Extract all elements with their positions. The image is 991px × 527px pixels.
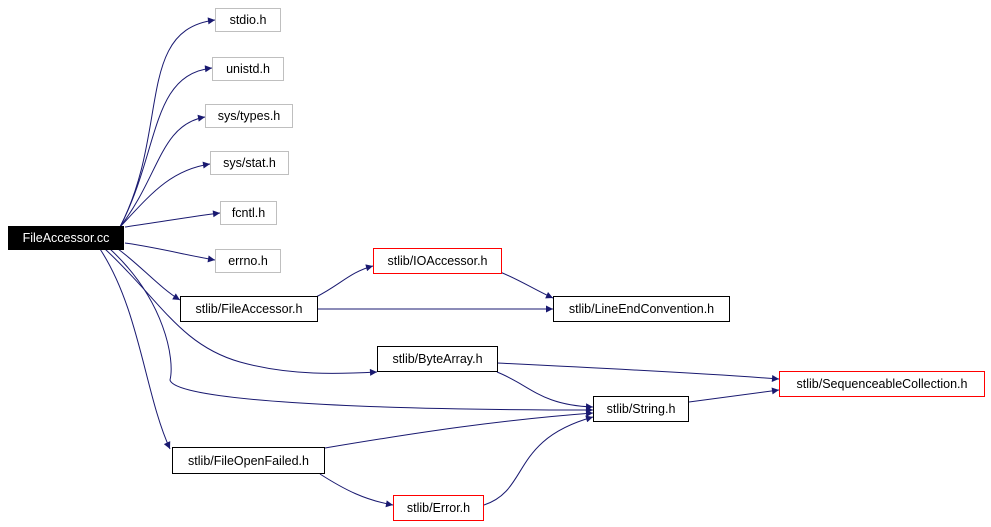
edge-stlib-file-open-failed-h-to-stlib-string-h	[324, 410, 594, 449]
edge-stlib-byte-array-h-to-stlib-string-h	[496, 371, 594, 411]
node-file-accessor-cc[interactable]: FileAccessor.cc	[8, 226, 124, 250]
node-sys-types-h[interactable]: sys/types.h	[205, 104, 293, 128]
node-stlib-io-accessor-h[interactable]: stlib/IOAccessor.h	[373, 248, 502, 274]
edge-file-accessor-cc-to-errno-h	[124, 242, 216, 263]
node-stlib-file-open-failed-h[interactable]: stlib/FileOpenFailed.h	[172, 447, 325, 474]
edge-file-accessor-cc-to-sys-types-h	[119, 114, 206, 228]
edge-file-accessor-cc-to-stlib-file-accessor-h	[117, 248, 181, 301]
node-sys-stat-h[interactable]: sys/stat.h	[210, 151, 289, 175]
node-errno-h[interactable]: errno.h	[215, 249, 281, 273]
edge-stlib-file-accessor-h-to-stlib-io-accessor-h	[315, 264, 374, 298]
node-stlib-byte-array-h[interactable]: stlib/ByteArray.h	[377, 346, 498, 372]
node-stlib-sequenceable-collection-h[interactable]: stlib/SequenceableCollection.h	[779, 371, 985, 397]
node-stlib-line-end-convention-h[interactable]: stlib/LineEndConvention.h	[553, 296, 730, 322]
node-unistd-h[interactable]: unistd.h	[212, 57, 284, 81]
edge-file-accessor-cc-to-sys-stat-h	[119, 161, 211, 228]
edge-file-accessor-cc-to-unistd-h	[119, 65, 213, 228]
node-stlib-file-accessor-h[interactable]: stlib/FileAccessor.h	[180, 296, 318, 322]
edge-stlib-error-h-to-stlib-string-h	[483, 415, 594, 506]
edge-stlib-string-h-to-stlib-sequenceable-collection-h	[688, 387, 780, 403]
edge-file-accessor-cc-to-fcntl-h	[124, 210, 221, 228]
edge-stlib-byte-array-h-to-stlib-sequenceable-collection-h	[496, 362, 780, 382]
edge-file-accessor-cc-to-stdio-h	[119, 17, 216, 228]
node-stlib-error-h[interactable]: stlib/Error.h	[393, 495, 484, 521]
node-fcntl-h[interactable]: fcntl.h	[220, 201, 277, 225]
edge-stlib-io-accessor-h-to-stlib-line-end-convention-h	[499, 271, 554, 299]
edge-file-accessor-cc-to-stlib-string-h	[109, 248, 594, 414]
node-stdio-h[interactable]: stdio.h	[215, 8, 281, 32]
node-stlib-string-h[interactable]: stlib/String.h	[593, 396, 689, 422]
edge-file-accessor-cc-to-stlib-file-open-failed-h	[99, 248, 171, 450]
edge-stlib-file-open-failed-h-to-stlib-error-h	[319, 473, 394, 508]
